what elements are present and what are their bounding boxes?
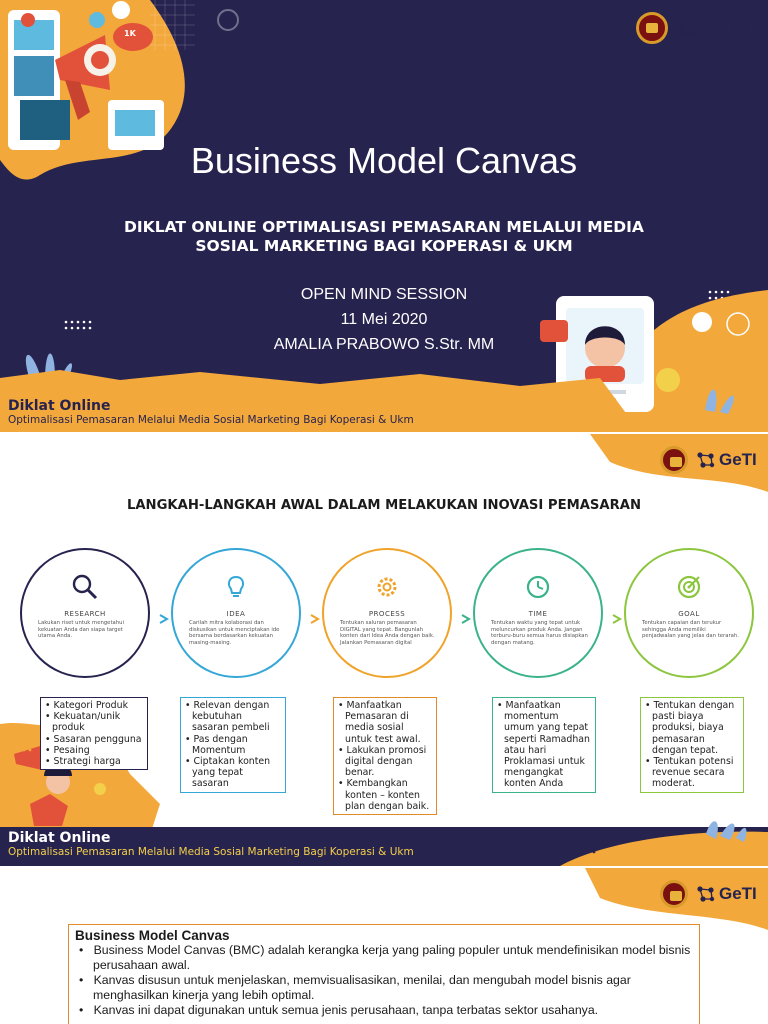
step-label: IDEA [226, 610, 246, 618]
detail-item: • Kekuatan/unik produk [45, 711, 121, 734]
network-icon [697, 452, 715, 468]
step-description: Tentukan saluran pemasaran DIGITAL yang … [340, 620, 435, 646]
step-label: PROCESS [368, 610, 406, 618]
footer-title: Diklat Online [8, 830, 111, 846]
logo-group: GeTI [636, 12, 745, 44]
detail-item: • Kembangkan konten – konten plan dengan… [338, 778, 430, 812]
geti-logo: GeTI [696, 884, 757, 904]
step-label: GOAL [678, 610, 700, 618]
geti-logo: GeTI [696, 450, 757, 470]
geti-logo-text: GeTI [719, 884, 757, 903]
detail-box-research: • Kategori Produk• Kekuatan/unik produk•… [40, 697, 148, 771]
slide-title: Business Model Canvas [190, 140, 578, 181]
detail-item: • Tentukan dengan pasti biaya produksi, … [645, 700, 735, 756]
bmc-point: • Kanvas disusun untuk menjelaskan, memv… [79, 973, 631, 1002]
step-label: TIME [528, 610, 548, 618]
session-name: OPEN MIND SESSION [300, 286, 468, 303]
presenter-name: AMALIA PRABOWO S.Str. MM [273, 336, 495, 353]
network-icon [697, 886, 715, 902]
clock-icon [523, 572, 553, 602]
step-circle-research: RESEARCH Lakukan riset untuk mengetahui k… [20, 548, 150, 678]
step-description: Tentukan waktu yang tepat untuk meluncur… [491, 620, 588, 646]
detail-box-idea: • Relevan dengan kebutuhan sasaran pembe… [180, 697, 286, 793]
detail-box-process: • Manfaatkan Pemasaran di media sosial u… [333, 697, 437, 816]
detail-item: • Sasaran pengguna [45, 733, 142, 745]
ministry-emblem-icon [660, 880, 688, 908]
subtitle-line-2: SOSIAL MARKETING BAGI KOPERASI & UKM [195, 237, 573, 255]
step-label: RESEARCH [64, 610, 106, 618]
gear-icon [372, 572, 402, 602]
slide-subtitle: DIKLAT ONLINE OPTIMALISASI PEMASARAN MEL… [80, 218, 688, 256]
bmc-point: • Business Model Canvas (BMC) adalah ker… [79, 943, 691, 972]
likes-badge: 1K [124, 29, 136, 38]
step-description: Carilah mitra kolaborasi dan diskusikan … [189, 620, 280, 646]
detail-item: • Strategi harga [45, 756, 121, 768]
slide-steps: GeTI LANGKAH-LANGKAH AWAL DALAM MELAKUKA… [0, 434, 768, 866]
bmc-box-title: Business Model Canvas [75, 928, 230, 943]
magnifier-icon [70, 572, 100, 602]
detail-item: • Kategori Produk [45, 700, 129, 711]
detail-item: • Manfaatkan Pemasaran di media sosial u… [338, 700, 421, 745]
detail-item: • Pesaing [45, 744, 90, 756]
logo-group: GeTI [660, 446, 757, 474]
slide-bmc: GeTI Business Model Canvas • Business Mo… [0, 868, 768, 1024]
chevron-right-icon [611, 610, 623, 624]
slide-1-decorations [0, 0, 768, 432]
ministry-emblem-icon [660, 446, 688, 474]
slide-title: GeTI Business Model Canvas DIKLAT ONLINE… [0, 0, 768, 432]
step-circle-goal: GOAL Tentukan capaian dan terukur sehingg… [624, 548, 754, 678]
footer-subtitle: Optimalisasi Pemasaran Melalui Media Sos… [8, 414, 414, 426]
detail-item: • Pas dengan Momentum [185, 733, 248, 756]
target-icon [674, 572, 704, 602]
step-circle-process: PROCESS Tentukan saluran pemasaran DIGITA… [322, 548, 452, 678]
detail-item: • Ciptakan konten yang tepat sasaran [185, 756, 271, 790]
chevron-right-icon [309, 610, 321, 624]
step-description: Tentukan capaian dan terukur sehingga An… [642, 620, 739, 640]
step-circle-time: TIME Tentukan waktu yang tepat untuk melu… [473, 548, 603, 678]
geti-logo-text: GeTI [701, 16, 746, 39]
chevron-right-icon [158, 610, 170, 624]
bmc-point: • Kanvas ini dapat digunakan untuk semua… [79, 1003, 599, 1017]
step-description: Lakukan riset untuk mengetahui kekuatan … [38, 620, 124, 640]
lightbulb-icon [221, 572, 251, 602]
ministry-emblem-icon [636, 12, 668, 44]
footer-subtitle: Optimalisasi Pemasaran Melalui Media Sos… [8, 846, 414, 858]
bmc-definition-box: Business Model Canvas • Business Model C… [68, 924, 700, 1024]
detail-item: • Tentukan potensi revenue secara modera… [645, 756, 734, 790]
subtitle-line-1: DIKLAT ONLINE OPTIMALISASI PEMASARAN MEL… [124, 218, 644, 236]
geti-logo-text: GeTI [719, 450, 757, 469]
logo-group: GeTI [660, 880, 757, 908]
steps-heading: LANGKAH-LANGKAH AWAL DALAM MELAKUKAN INO… [126, 498, 642, 513]
detail-item: • Manfaatkan momentum umum yang tepat se… [497, 700, 590, 790]
detail-box-goal: • Tentukan dengan pasti biaya produksi, … [640, 697, 744, 793]
detail-item: • Relevan dengan kebutuhan sasaran pembe… [185, 700, 270, 734]
footer-title: Diklat Online [8, 398, 111, 414]
network-icon [677, 19, 697, 37]
chevron-right-icon [460, 610, 472, 624]
session-date: 11 Mei 2020 [340, 311, 428, 328]
geti-logo: GeTI [676, 17, 745, 40]
step-circle-idea: IDEA Carilah mitra kolaborasi dan diskusi… [171, 548, 301, 678]
detail-box-time: • Manfaatkan momentum umum yang tepat se… [492, 697, 596, 793]
detail-item: • Lakukan promosi digital dengan benar. [338, 744, 427, 779]
